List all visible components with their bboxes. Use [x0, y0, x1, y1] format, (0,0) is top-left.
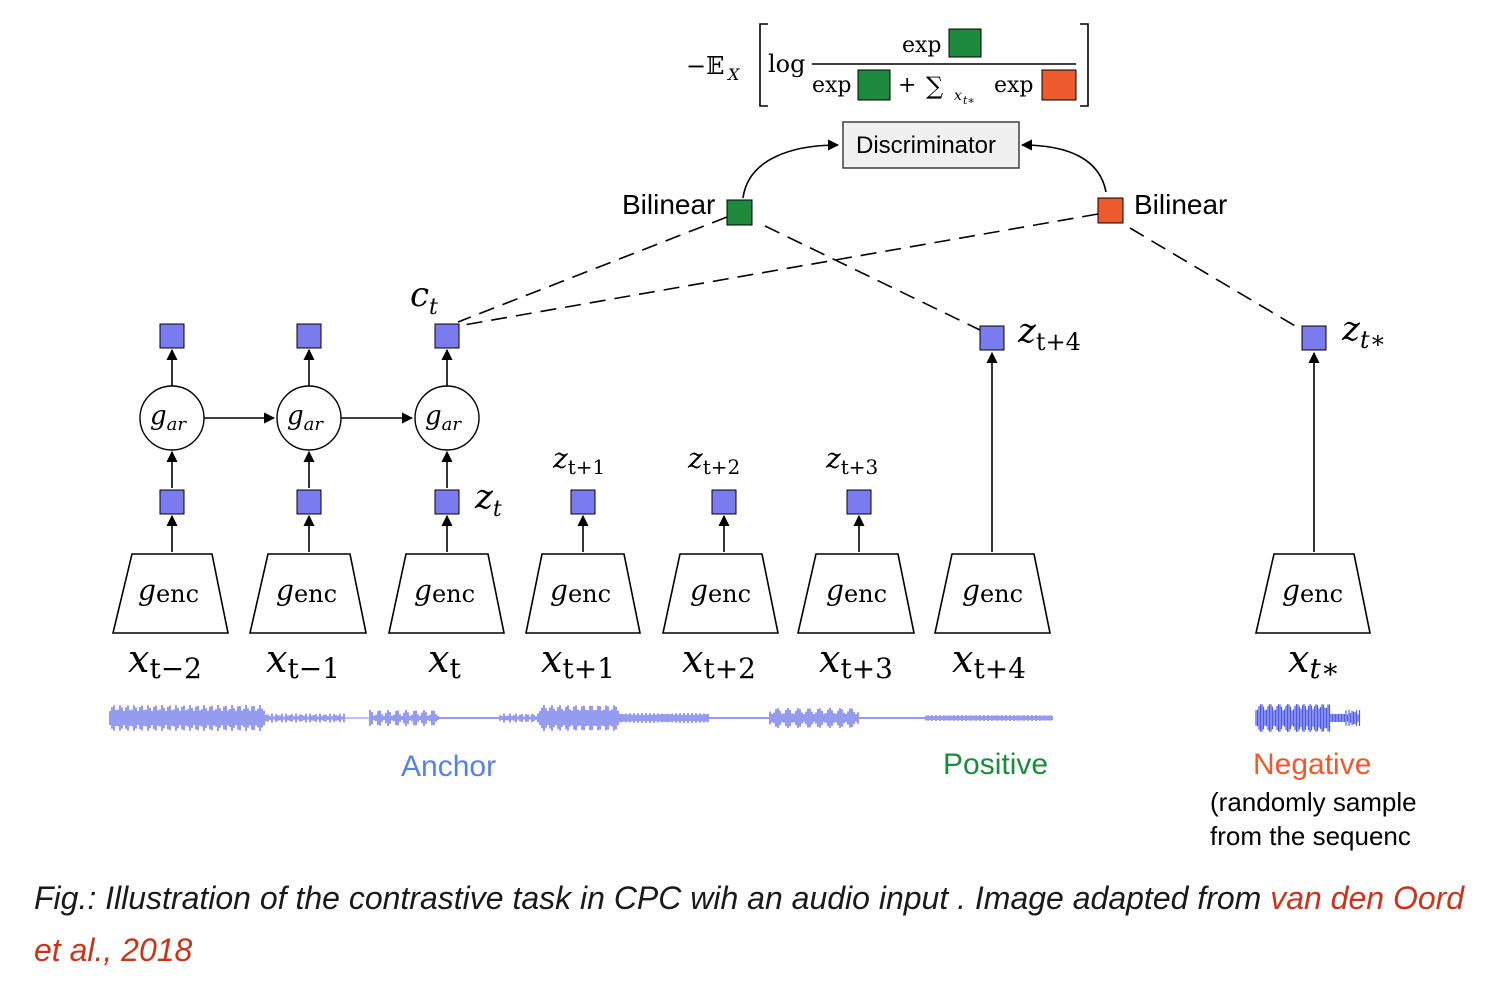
- zt2-label: zt+2: [687, 442, 740, 479]
- zstar-square: [1301, 325, 1327, 351]
- denominator-positive-square: [857, 69, 891, 101]
- context-outputs: [159, 323, 460, 349]
- denominator-negative-square: [1041, 69, 1077, 101]
- genc-label: genc: [276, 574, 337, 608]
- negative-label: Negative: [1253, 748, 1371, 781]
- bilinear-left-label: Bilinear: [622, 189, 715, 220]
- loss-plus: +: [898, 73, 916, 98]
- dashed-negative-to-zstar: [1129, 227, 1303, 331]
- zt1-label: zt+1: [552, 442, 605, 479]
- zstar-label: zt∗: [1341, 309, 1386, 354]
- negative-note-line-1: (randomly sample: [1210, 787, 1417, 817]
- positive-to-discriminator-arrow: [742, 139, 840, 199]
- negative-waveform: [1255, 704, 1361, 732]
- encoder-trapezoid: [525, 553, 641, 634]
- right-bracket: [1080, 23, 1089, 107]
- caption-text: Fig.: Illustration of the contrastive ta…: [34, 880, 1271, 916]
- encoder-labels: genc genc genc genc genc genc genc genc: [138, 574, 1343, 608]
- input-label: xt+3: [819, 637, 893, 685]
- gar-label: gar: [425, 401, 462, 435]
- zt-square: [434, 489, 460, 515]
- anchor-label: Anchor: [401, 750, 496, 783]
- bilinear-positive-square: [726, 199, 753, 226]
- zt3-square: [846, 489, 872, 515]
- loss-sum-sub: x: [954, 88, 962, 104]
- loss-numerator-exp: exp: [902, 33, 942, 58]
- loss-sum-sub-sub: t∗: [963, 94, 975, 107]
- bilinear-dashed-links: [457, 213, 1303, 331]
- ct-square: [434, 323, 460, 349]
- gar-arrows: [166, 348, 453, 488]
- input-label: xt+2: [682, 637, 756, 685]
- context-output-square: [296, 323, 322, 349]
- input-label: xt−2: [128, 637, 202, 685]
- encoders: [111, 553, 1371, 634]
- bilinear-right-label: Bilinear: [1134, 189, 1227, 220]
- autoregressive-cells: gar gar gar: [139, 385, 480, 451]
- negative-to-discriminator-arrow: [1020, 139, 1107, 193]
- citation-link[interactable]: van den Oord et al., 2018: [34, 880, 1465, 968]
- genc-label: genc: [138, 574, 199, 608]
- genc-label: genc: [962, 574, 1023, 608]
- latent-square: [159, 489, 185, 515]
- input-label: xt: [428, 637, 461, 685]
- loss-log: log: [768, 50, 806, 78]
- encoder-trapezoid: [796, 553, 915, 634]
- dashed-ct-to-negative: [457, 213, 1099, 327]
- anchor-waveform: [109, 705, 1053, 731]
- waveform-trace: [109, 705, 1053, 731]
- bilinear-negative-square: [1097, 197, 1124, 224]
- encoded-latents: [159, 489, 872, 515]
- negative-note: (randomly sample from the sequenc: [1210, 787, 1417, 851]
- encoder-trapezoid: [662, 553, 779, 634]
- positive-label: Positive: [943, 748, 1048, 781]
- figure-caption: Fig.: Illustration of the contrastive ta…: [34, 872, 1474, 976]
- latent-square: [296, 489, 322, 515]
- genc-label: genc: [550, 574, 611, 608]
- input-label: xt−1: [266, 637, 340, 685]
- input-label: xt∗: [1288, 637, 1340, 685]
- encoder-trapezoid: [934, 553, 1051, 634]
- loss-neg-expectation: −𝔼: [686, 52, 724, 80]
- input-label: xt+4: [952, 637, 1026, 685]
- discriminator-box: [842, 121, 1020, 169]
- zt1-square: [570, 489, 596, 515]
- discriminator-label: Discriminator: [856, 132, 996, 159]
- waveform-trace: [1255, 704, 1361, 732]
- input-labels: xt−2 xt−1 xt xt+1 xt+2 xt+3 xt+4 xt∗: [128, 637, 1340, 685]
- encoder-trapezoid: [248, 553, 367, 634]
- encoder-trapezoid: [1254, 553, 1371, 634]
- dashed-positive-to-zt4: [764, 225, 981, 331]
- gar-label: gar: [287, 401, 324, 435]
- genc-label: genc: [690, 574, 751, 608]
- encoder-trapezoid: [388, 553, 505, 634]
- context-output-square: [159, 323, 185, 349]
- dashed-ct-to-positive: [457, 216, 728, 323]
- negative-note-line-2: from the sequenc: [1210, 821, 1411, 851]
- genc-label: genc: [826, 574, 887, 608]
- numerator-positive-square: [948, 28, 982, 58]
- ct-label: ct: [410, 275, 438, 320]
- zt2-square: [711, 489, 737, 515]
- left-bracket: [759, 23, 768, 107]
- cpc-diagram: −𝔼 X log exp exp + ∑ x t∗ exp Discrimina…: [109, 23, 1417, 851]
- encoder-arrows: [166, 351, 1320, 552]
- gar-label: gar: [150, 401, 187, 435]
- genc-label: genc: [1282, 574, 1343, 608]
- zt3-label: zt+3: [825, 442, 878, 479]
- zt4-square: [979, 325, 1005, 351]
- zt4-label: zt+4: [1017, 311, 1081, 356]
- loss-sum: ∑: [926, 72, 943, 100]
- discriminator: Discriminator: [842, 121, 1020, 169]
- loss-expectation-sub: X: [726, 65, 740, 84]
- input-label: xt+1: [541, 637, 615, 685]
- loss-negative-exp: exp: [994, 73, 1034, 98]
- genc-label: genc: [414, 574, 475, 608]
- zt-label: zt: [474, 477, 502, 522]
- encoder-trapezoid: [111, 553, 229, 634]
- loss-denominator-exp: exp: [812, 73, 852, 98]
- loss-formula: −𝔼 X log exp exp + ∑ x t∗ exp: [686, 23, 1089, 107]
